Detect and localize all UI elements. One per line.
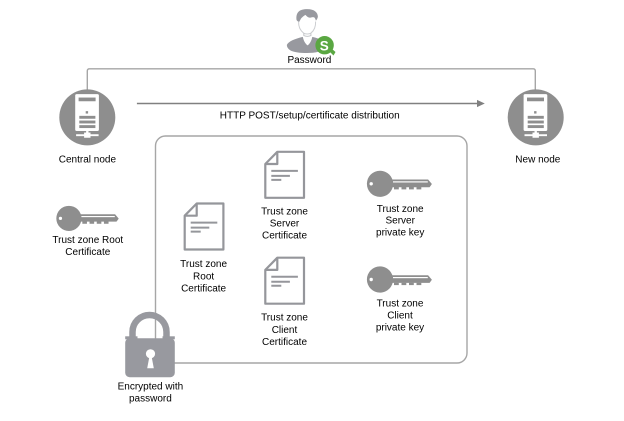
svg-text:Encrypted with: Encrypted with xyxy=(118,381,184,392)
svg-text:Central node: Central node xyxy=(59,155,117,166)
svg-text:Client: Client xyxy=(272,325,298,336)
svg-text:Client: Client xyxy=(387,310,413,321)
svg-text:Certificate: Certificate xyxy=(181,284,226,295)
svg-text:HTTP POST/setup/certificate di: HTTP POST/setup/certificate distribution xyxy=(220,111,400,122)
svg-text:Trust zone: Trust zone xyxy=(261,206,308,217)
svg-text:Server: Server xyxy=(385,216,415,227)
svg-text:private key: private key xyxy=(376,228,424,239)
svg-text:Trust zone: Trust zone xyxy=(261,313,308,324)
svg-text:Certificate: Certificate xyxy=(65,247,110,258)
svg-text:private key: private key xyxy=(376,322,424,333)
svg-text:Certificate: Certificate xyxy=(262,337,307,348)
svg-text:Trust zone: Trust zone xyxy=(377,298,424,309)
svg-text:Certificate: Certificate xyxy=(262,231,307,242)
svg-text:Root: Root xyxy=(193,271,214,282)
svg-text:password: password xyxy=(129,394,172,405)
svg-text:Server: Server xyxy=(270,218,300,229)
svg-text:Trust zone: Trust zone xyxy=(180,259,227,270)
svg-text:Trust zone: Trust zone xyxy=(377,204,424,215)
svg-text:S: S xyxy=(320,38,329,53)
svg-text:Password: Password xyxy=(287,55,331,66)
svg-text:Trust zone Root: Trust zone Root xyxy=(52,235,123,246)
svg-text:New node: New node xyxy=(515,155,560,166)
